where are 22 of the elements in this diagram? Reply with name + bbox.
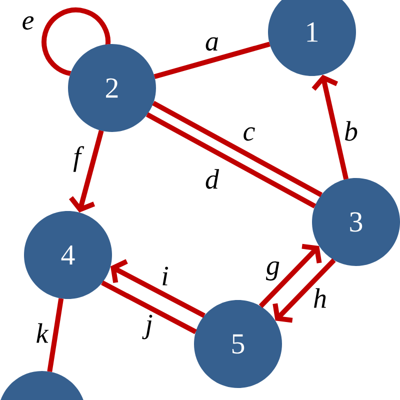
edge-label: b xyxy=(344,120,358,142)
edge-label: f xyxy=(72,146,84,172)
edge-label: j xyxy=(142,314,154,340)
edge-line xyxy=(101,280,197,334)
edge-line xyxy=(154,42,270,80)
edge-label: a xyxy=(204,36,220,52)
edge-line xyxy=(152,100,323,198)
edge-label: i xyxy=(160,266,170,286)
edge-label: g xyxy=(266,260,280,282)
edge-label: e xyxy=(21,16,35,30)
edge-label: c xyxy=(242,126,256,142)
edge-label: d xyxy=(204,168,220,190)
edge-label: k xyxy=(35,322,49,344)
arrow xyxy=(272,258,336,323)
edge-line xyxy=(47,298,64,372)
arrow xyxy=(258,244,322,308)
edge-label: h xyxy=(312,288,328,308)
edge-line xyxy=(146,112,316,208)
arrow xyxy=(110,259,206,318)
arrow xyxy=(312,74,349,180)
arrow xyxy=(68,130,104,212)
self-loop xyxy=(42,8,110,76)
